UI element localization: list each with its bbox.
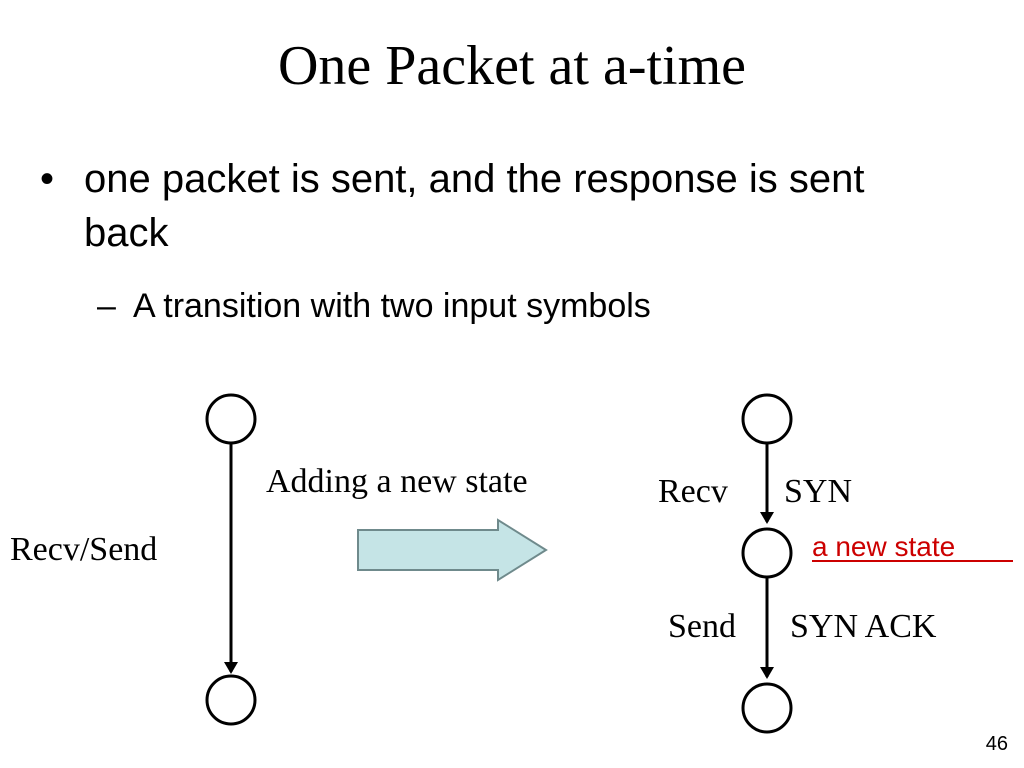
page-number: 46 [985,733,1008,755]
sub-bullet-text: A transition with two input symbols [133,287,651,325]
left-start-state [205,393,257,445]
syn-label: SYN [784,473,852,510]
bullet-item: • one packet is sent, and the response i… [40,152,960,260]
send-label: Send [668,608,736,645]
transform-arrow [357,518,548,582]
sub-bullet-item: – A transition with two input symbols [97,285,957,327]
slide-title: One Packet at a-time [277,35,746,97]
left-edge-label: Recv/Send [10,531,157,568]
recv-label: Recv [658,473,728,510]
bullet-marker: • [40,157,55,201]
syn-ack-label: SYN ACK [790,608,937,645]
left-end-state [205,674,257,726]
right-start-state [741,393,793,445]
right-end-state [741,682,793,734]
right-middle-state [741,527,793,579]
bullet-text: one packet is sent, and the response is … [84,157,865,255]
sub-bullet-marker: – [97,287,116,325]
arrow-label: Adding a new state [266,463,528,500]
new-state-label: a new state [812,531,955,562]
